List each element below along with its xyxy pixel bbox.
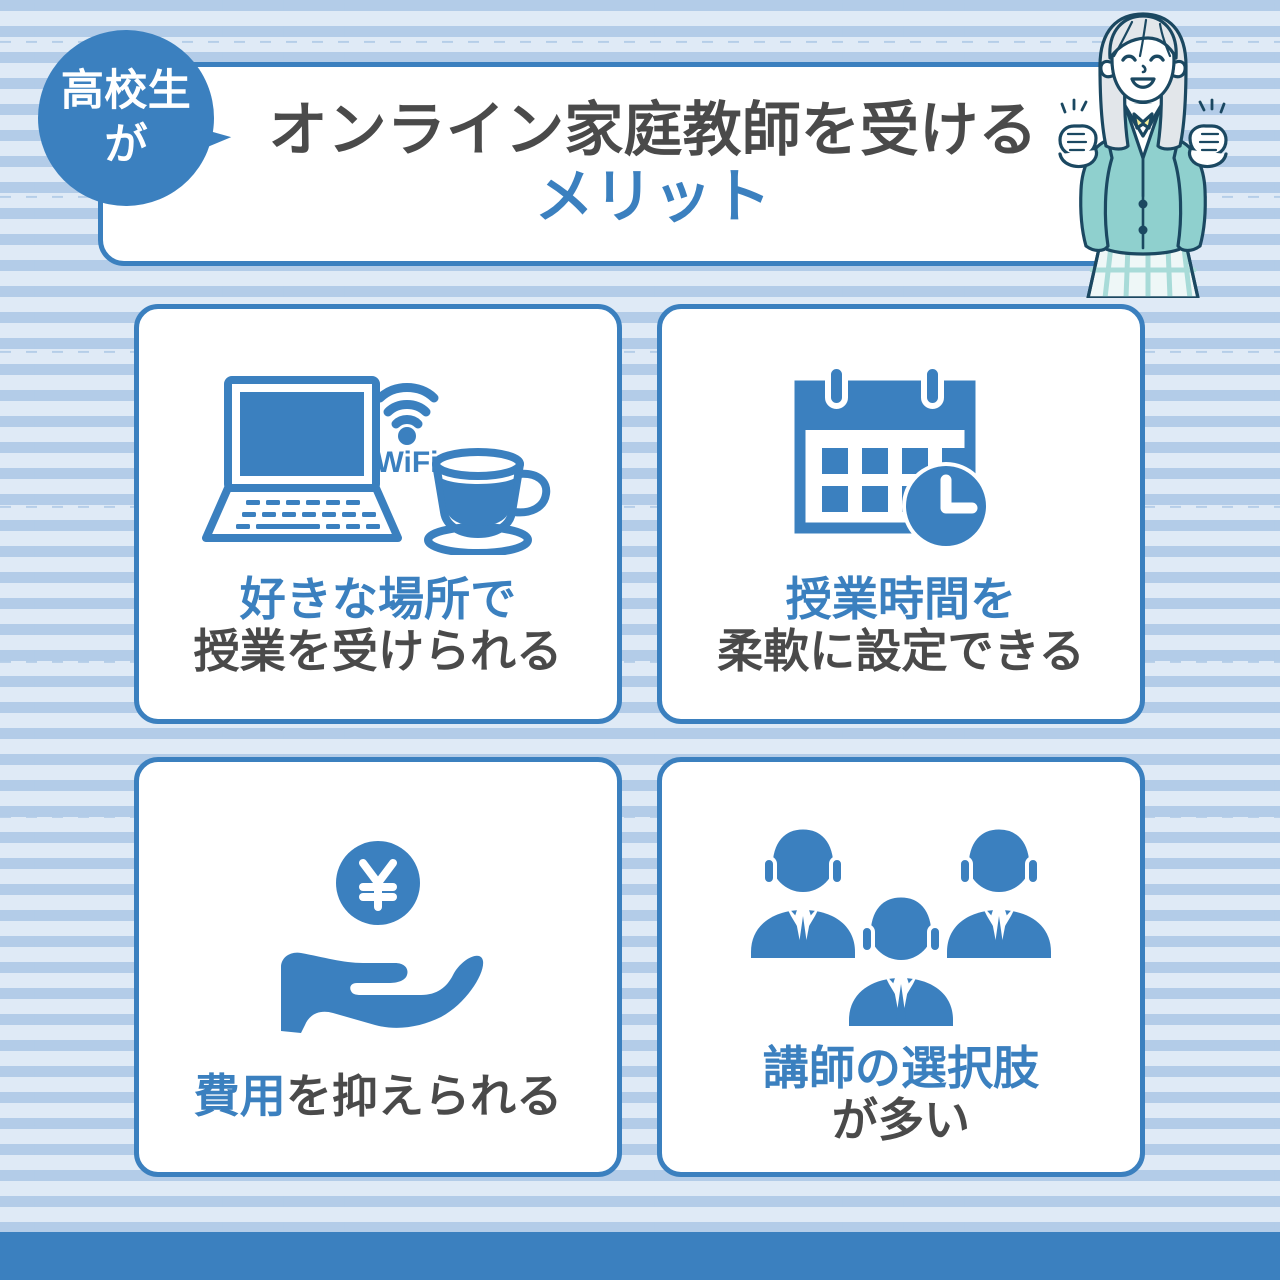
benefit-card-cost-text: 費用を抑えられる	[194, 1070, 563, 1122]
badge-high-school-student: 高校生 が	[38, 30, 214, 206]
benefit-card-cost: 費用を抑えられる	[134, 757, 622, 1177]
badge-line-1: 高校生	[60, 66, 192, 115]
card-1-line-1: 好きな場所で	[239, 573, 517, 625]
calendar-clock-icon	[794, 357, 1009, 557]
card-3-text-blue: 費用	[193, 1070, 286, 1122]
card-2-line-2: 柔軟に設定できる	[717, 625, 1085, 678]
benefit-card-location-text: 好きな場所で 授業を受けられる	[194, 573, 563, 678]
header-card	[98, 62, 1180, 266]
cheering-schoolgirl-illustration	[1048, 8, 1238, 298]
three-headset-people-icon	[741, 804, 1061, 1034]
benefit-card-location: WiFi 好きな場所で 授業を受けられる	[134, 304, 622, 724]
benefit-card-schedule-text: 授業時間を 柔軟に設定できる	[717, 573, 1085, 678]
card-4-line-2: が多い	[831, 1094, 971, 1147]
card-3-line-1: 費用を抑えられる	[194, 1070, 563, 1122]
benefit-card-tutors: 講師の選択肢 が多い	[657, 757, 1145, 1177]
benefit-card-schedule: 授業時間を 柔軟に設定できる	[657, 304, 1145, 724]
card-3-text-dark: を抑えられる	[285, 1070, 563, 1122]
badge-line-2: が	[104, 120, 148, 169]
benefit-card-tutors-text: 講師の選択肢 が多い	[763, 1042, 1039, 1147]
card-1-line-2: 授業を受けられる	[193, 625, 563, 678]
laptop-wifi-coffee-icon: WiFi	[198, 357, 558, 557]
bottom-bar	[0, 1232, 1280, 1280]
wifi-label: WiFi	[375, 446, 438, 479]
hand-yen-coin-icon	[271, 820, 486, 1050]
card-4-line-1: 講師の選択肢	[762, 1042, 1040, 1094]
card-2-line-1: 授業時間を	[785, 573, 1017, 625]
